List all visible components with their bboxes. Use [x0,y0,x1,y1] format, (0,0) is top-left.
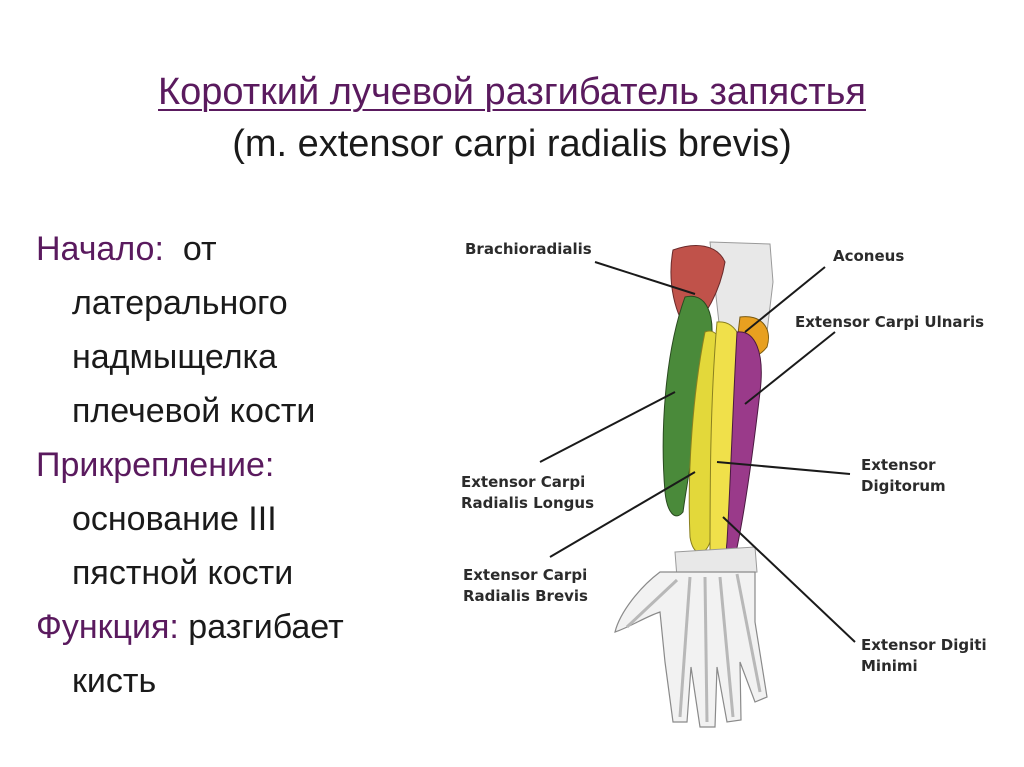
leader-brachioradialis [594,261,696,295]
label-ecrb-line2: Radialis Brevis [463,587,588,605]
label-edm-line2: Minimi [861,657,918,675]
insertion-text-1: основание III [72,500,277,538]
label-ecrb: Extensor Carpi Radialis Brevis [463,565,588,607]
tendon-2 [703,576,709,723]
tendon-1 [678,576,692,718]
origin-text-3: надмыщелка [72,338,278,376]
tendon-4 [735,573,762,693]
label-ecrl: Extensor Carpi Radialis Longus [461,472,594,514]
label-edm: Extensor Digiti Minimi [861,635,987,677]
label-ecrl-line1: Extensor Carpi [461,473,586,491]
label-edm-line1: Extensor Digiti [861,636,987,654]
label-extensor-digitorum-line2: Digitorum [861,477,946,495]
insertion-paragraph: Прикрепление: основание III пястной кост… [36,438,456,600]
wrist-retinaculum [674,546,758,579]
leader-ecu [744,331,836,405]
label-extensor-digitorum: Extensor Digitorum [861,455,946,497]
leader-edm [722,516,856,643]
insertion-text-2: пястной кости [72,554,294,592]
insertion-label: Прикрепление: [36,446,275,484]
origin-label: Начало: [36,230,164,268]
forearm-muscle-diagram: Brachioradialis Aconeus Extensor Carpi U… [455,222,1020,742]
function-text-2: кисть [72,662,157,700]
leader-ecrb [549,471,696,558]
forearm-illustration [539,241,856,728]
label-ecrb-line1: Extensor Carpi [463,566,588,584]
function-label: Функция: [36,608,179,646]
origin-text-2: латерального [72,284,288,322]
origin-paragraph: Начало: от латерального надмыщелка плече… [36,222,456,438]
title-russian: Короткий лучевой разгибатель запястья [158,71,866,113]
hand-shape [614,571,768,728]
label-ecrl-line2: Radialis Longus [461,494,594,512]
label-extensor-carpi-ulnaris: Extensor Carpi Ulnaris [795,313,985,331]
label-aconeus: Aconeus [833,247,905,265]
origin-text-1: от [182,230,217,268]
function-paragraph: Функция: разгибает кисть [36,600,456,708]
leader-extensor-digitorum [716,461,851,475]
ecrl-muscle [662,295,713,517]
leader-ecrl [539,391,676,463]
function-text-1: разгибает [188,608,344,646]
origin-text-4: плечевой кости [72,392,316,430]
tendon-3 [718,576,735,718]
tendon-5 [625,578,679,629]
slide-title: Короткий лучевой разгибатель запястья (m… [0,66,1024,170]
label-extensor-digitorum-line1: Extensor [861,456,936,474]
leader-aconeus [744,266,826,333]
label-brachioradialis: Brachioradialis [465,240,592,258]
title-latin: (m. extensor carpi radialis brevis) [232,123,792,165]
description-block: Начало: от латерального надмыщелка плече… [36,222,456,708]
